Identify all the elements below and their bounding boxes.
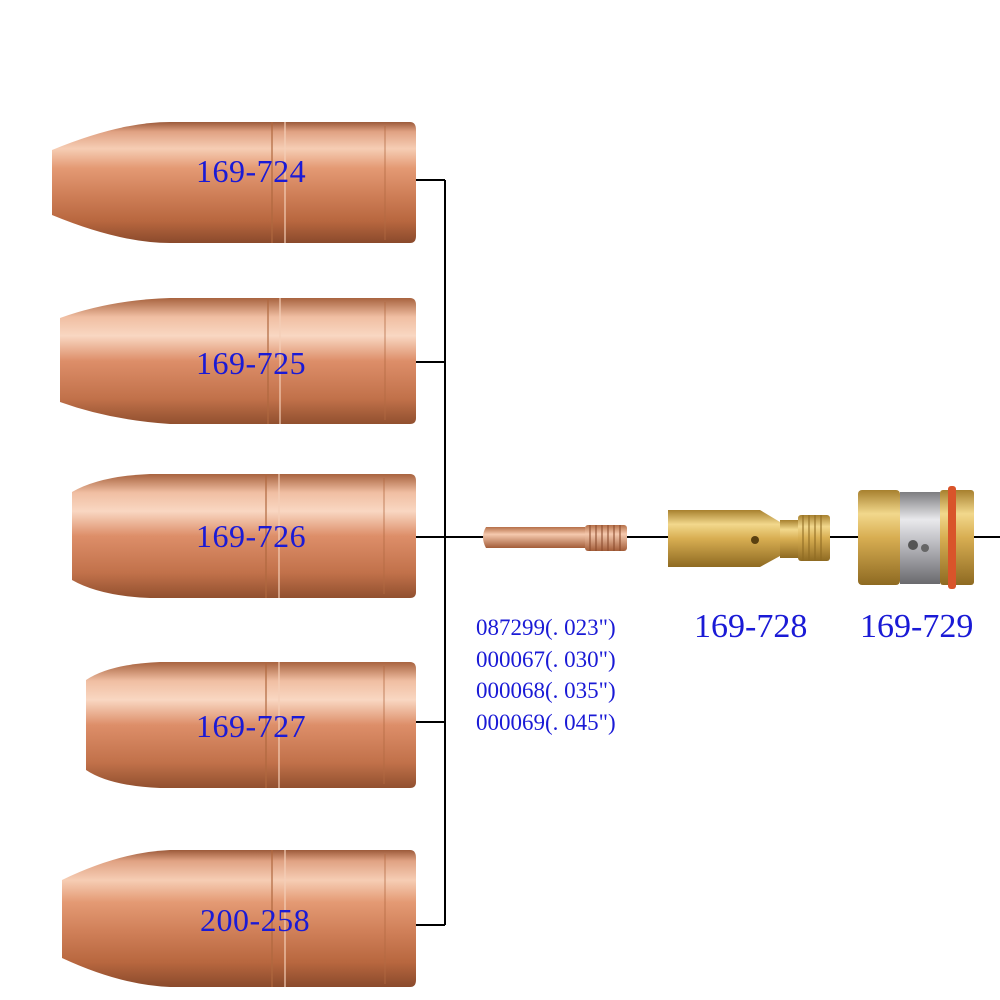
nozzle-169-725: [60, 298, 416, 424]
nozzle-label-169-724: 169-724: [196, 153, 307, 189]
gas-diffuser-label: 169-728: [694, 608, 808, 645]
nozzle-label-169-726: 169-726: [196, 518, 307, 554]
contact-tip-sizes: 087299(. 023") 000067(. 030") 000068(. 0…: [476, 612, 616, 738]
contact-tip: [483, 525, 627, 551]
gas-diffuser: [668, 510, 830, 567]
contact-tip-size: 087299(. 023"): [476, 615, 616, 640]
nozzle-label-169-725: 169-725: [196, 345, 307, 381]
contact-tip-size: 000069(. 045"): [476, 709, 616, 735]
contact-tip-size: 000067(. 030"): [476, 646, 616, 672]
insulator: [858, 486, 974, 589]
nozzle-169-724: [52, 122, 416, 243]
nozzle-label-169-727: 169-727: [196, 708, 307, 744]
insulator-label: 169-729: [860, 608, 974, 645]
contact-tip-size: 000068(. 035"): [476, 678, 616, 703]
nozzle-169-726: [72, 474, 416, 598]
nozzle-label-200-258: 200-258: [200, 902, 311, 938]
nozzle-169-727: [86, 662, 416, 788]
nozzle-200-258: [62, 850, 416, 987]
